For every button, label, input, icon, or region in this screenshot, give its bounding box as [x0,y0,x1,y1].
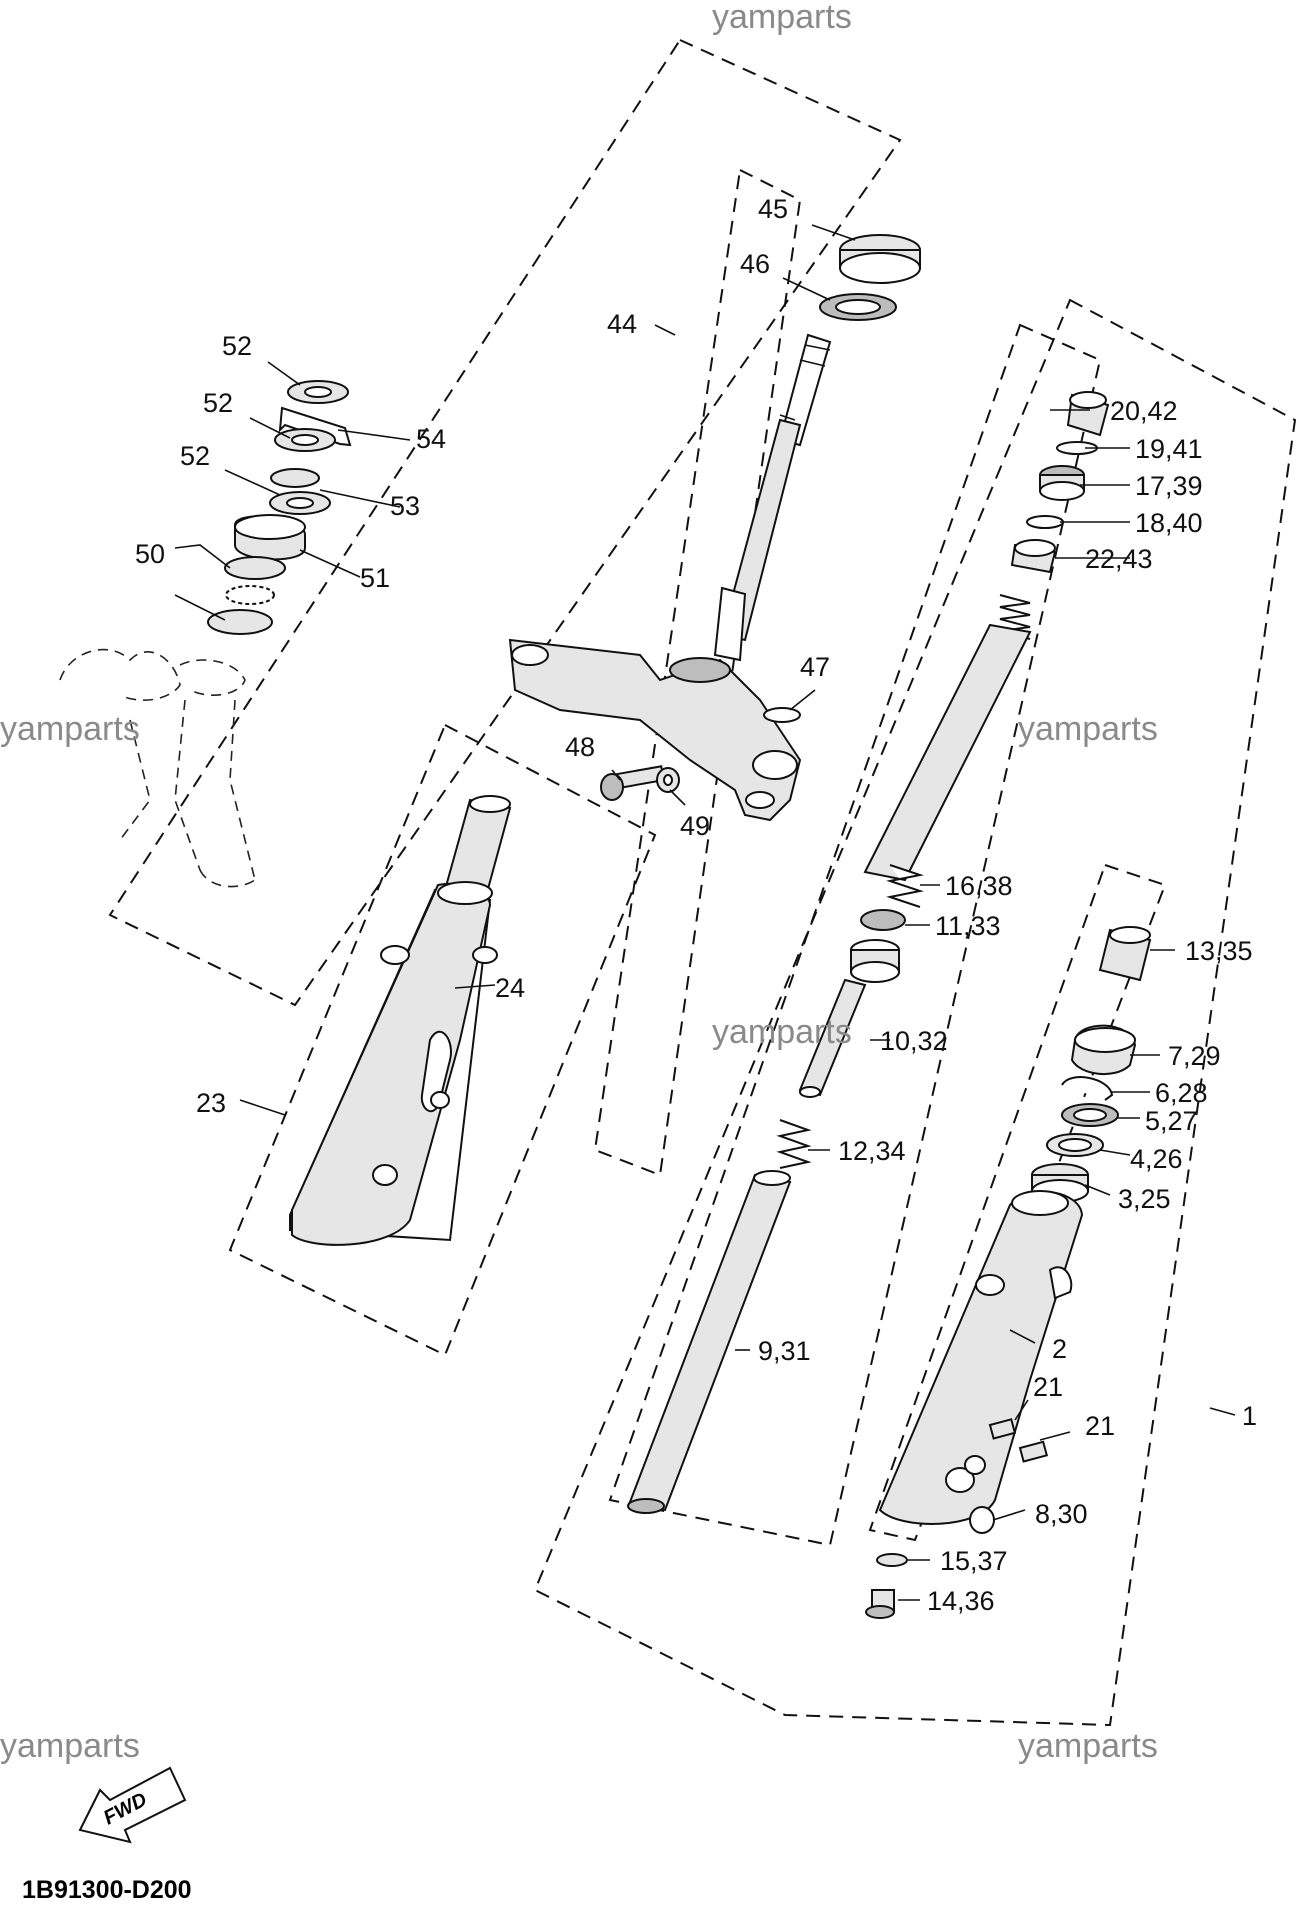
washer-8 [969,1506,995,1534]
clip-6 [1061,1076,1114,1101]
damper-rod-10 [798,978,867,1097]
callout-47: 47 [800,652,830,682]
callout-6-28: 6,28 [1155,1078,1208,1108]
spring-16 [886,864,924,908]
bearing-stack [207,380,352,635]
o-ring-18 [1026,515,1064,529]
callout-24: 24 [495,973,525,1003]
callout-12-34: 12,34 [838,1136,906,1166]
callout-14-36: 14,36 [927,1586,995,1616]
group-outline-right-fork [533,298,1297,1727]
callout-52b: 52 [203,388,233,418]
callout-11-33: 11,33 [935,911,1001,941]
callout-labels: 45 46 44 47 48 49 52 52 54 52 53 50 51 2… [135,194,1257,1616]
fwd-arrow-icon: FWD [78,1766,187,1844]
watermark-right: yamparts [1018,710,1158,748]
callout-4-26: 4,26 [1130,1144,1183,1174]
callout-1: 1 [1242,1401,1257,1431]
left-fork-assembly [289,795,512,1246]
callout-10-32: 10,32 [880,1026,948,1056]
watermark-bottom-right: yamparts [1018,1727,1158,1765]
callout-50: 50 [135,539,165,569]
right-fork-assembly [865,926,1152,1619]
bolt-21b [1018,1440,1049,1463]
watermark-left: yamparts [0,710,140,748]
bearing-race-lower [207,609,273,635]
inner-tube-right [863,623,1032,882]
leader-lines [174,224,1236,1601]
callout-13-35: 13,35 [1185,936,1253,966]
callout-18-40: 18,40 [1135,508,1203,538]
o-ring-47 [763,707,801,723]
group-outline-steering [108,38,902,1007]
callout-44: 44 [607,309,637,339]
callout-15-37: 15,37 [940,1546,1008,1576]
spring-12 [776,1119,812,1169]
bearing-race-upper [224,556,286,580]
inner-fork-parts [627,391,1110,1514]
callout-7-29: 7,29 [1168,1041,1221,1071]
callout-22-43: 22,43 [1085,544,1153,574]
group-outline-right-outer [868,863,1167,1542]
callout-46: 46 [740,249,770,279]
callout-20-42: 20,42 [1110,396,1178,426]
callout-53: 53 [390,491,420,521]
bolt-21a [988,1418,1017,1440]
callout-2: 2 [1052,1334,1067,1364]
watermark-bottom-left: yamparts [0,1727,140,1765]
steering-stem [508,234,921,822]
watermark-top: yamparts [712,0,852,36]
callout-23: 23 [196,1088,226,1118]
watermarks: yamparts yamparts yamparts yamparts yamp… [0,0,1158,1765]
group-outline-stem [593,168,802,1177]
callout-52a: 52 [222,331,252,361]
watermark-center: yamparts [712,1013,852,1051]
diagram-code: 1B91300-D200 [22,1876,192,1904]
group-outline-left-fork [228,723,657,1357]
callout-52c: 52 [180,441,210,471]
gasket-15 [876,1553,908,1567]
callout-17-39: 17,39 [1135,471,1203,501]
callout-49: 49 [680,811,710,841]
callout-54: 54 [416,424,446,454]
callout-21a: 21 [1033,1372,1063,1402]
oil-seal-11 [860,909,906,931]
callout-19-41: 19,41 [1135,434,1203,464]
callout-21b: 21 [1085,1411,1115,1441]
callout-9-31: 9,31 [758,1336,811,1366]
callout-5-27: 5,27 [1145,1106,1198,1136]
callout-8-30: 8,30 [1035,1499,1088,1529]
ball-bearing [225,585,275,605]
washer-53 [270,468,320,488]
callout-45: 45 [758,194,788,224]
callout-3-25: 3,25 [1118,1184,1171,1214]
callout-51: 51 [360,563,390,593]
group-outline-inner-tube [608,323,1102,1547]
callout-16-38: 16,38 [945,871,1013,901]
callout-48: 48 [565,732,595,762]
frame-head-ghost [59,648,256,888]
